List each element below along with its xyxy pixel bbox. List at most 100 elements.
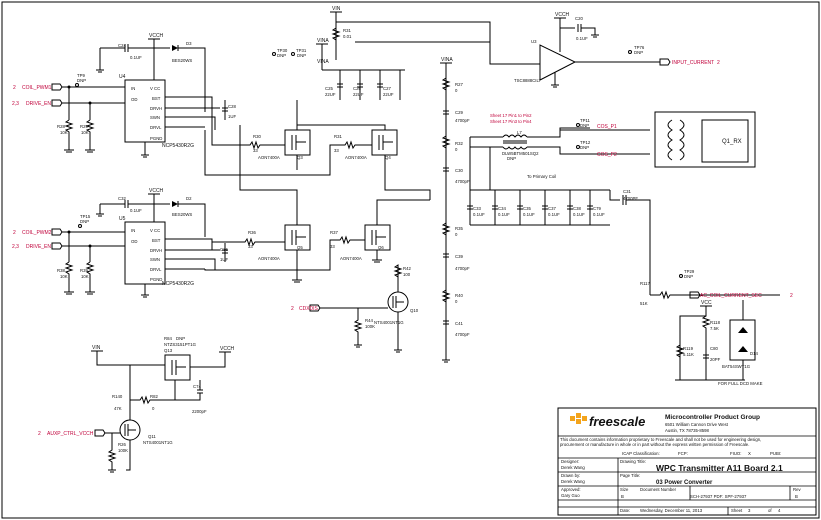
drive-en2-label: DRIVE_EN — [26, 244, 51, 250]
svg-text:V CC: V CC — [150, 228, 160, 233]
c24-label: C24 — [118, 43, 126, 48]
u4-pin-in: IN — [131, 86, 135, 91]
sheet-value: 3 — [748, 508, 751, 513]
company-address2: Austin, TX 78735-8598 — [665, 428, 709, 433]
r117-label: R117 — [640, 281, 651, 286]
svg-text:0.01: 0.01 — [343, 34, 352, 39]
to-primary-note: To Primary Coil — [527, 174, 556, 179]
d2-part: BES20WS — [172, 212, 192, 217]
rev-label: Rev — [793, 487, 801, 492]
c20-label: C20 — [575, 16, 583, 21]
coil-pwm1-sheet: 2 — [13, 85, 16, 91]
company-name: Microcontroller Product Group — [665, 414, 760, 421]
c28-label: C28 — [228, 104, 236, 109]
drive-en1-label: DRIVE_EN — [26, 101, 51, 107]
q11-label: Q11 — [148, 434, 156, 439]
svg-text:22UF: 22UF — [383, 92, 394, 97]
u4-part: NCP5430R2G — [162, 143, 194, 149]
u4-pin-drvh: DRVH — [150, 106, 162, 111]
rev-value: B — [795, 494, 798, 499]
svg-text:0.1UF: 0.1UF — [523, 212, 535, 217]
svg-text:DNP: DNP — [634, 50, 643, 55]
svg-text:100: 100 — [403, 272, 411, 277]
svg-text:0.1UF: 0.1UF — [576, 36, 588, 41]
c38-label: C38 — [573, 206, 581, 211]
vina-rail-1: VINA — [317, 38, 329, 44]
c27-label: C27 — [383, 86, 391, 91]
r31-label: R31 — [343, 28, 351, 33]
mosfet-bridge: AON7400A Q3 AON7400A Q4 AON7400A Q5 AON7… — [204, 100, 431, 283]
tp12-label: TP12 — [580, 140, 591, 145]
svg-text:4700PF: 4700PF — [623, 196, 638, 201]
vcch-rail-3: VCCH — [220, 346, 235, 352]
aux-ctrl-port — [94, 429, 106, 437]
svg-text:DNP: DNP — [176, 336, 185, 341]
drive-en2-port — [51, 242, 63, 250]
drawn-value: Derek Wang — [561, 479, 585, 484]
input-current-label: INPUT_CURRENT — [672, 60, 714, 66]
c33-label: C33 — [473, 206, 481, 211]
svg-text:0: 0 — [455, 232, 458, 237]
tp11-label: TP11 — [580, 118, 591, 123]
svg-text:DNP: DNP — [684, 274, 693, 279]
q10-part: NTS4001NT1G — [374, 320, 404, 325]
q6-label: Q6 — [378, 245, 384, 250]
r27-label: R27 — [455, 82, 463, 87]
svg-text:2: 2 — [717, 60, 720, 66]
date-label: Date: — [620, 508, 630, 513]
coil-pwm1-port — [51, 83, 63, 91]
aux-ctrl-label: AUXP_CTRL_VCCH — [47, 431, 94, 437]
designer-value: Derek Wang — [561, 465, 585, 470]
r32-label: R32 — [455, 141, 463, 146]
company-address1: 6501 William Cannon Drive West — [665, 422, 729, 427]
r140-label: R140 — [112, 394, 123, 399]
tp31-label: TP31 — [296, 48, 307, 53]
svg-text:DNP: DNP — [80, 219, 89, 224]
c29-label: C29 — [455, 110, 463, 115]
r30-label: R30 — [253, 134, 261, 139]
svg-text:10K: 10K — [60, 274, 68, 279]
q13-label: Q13 — [164, 348, 173, 353]
sheet-label: Sheet — [731, 508, 743, 513]
c26-label: C26 — [353, 86, 361, 91]
svg-text:DNP: DNP — [507, 156, 516, 161]
tp76-label: TP76 — [634, 45, 645, 50]
svg-text:0.1UF: 0.1UF — [593, 212, 605, 217]
sheet17-note-a: Sheet 17 Pin1 to Pin2 — [490, 113, 532, 118]
r36-label: R36 — [248, 230, 256, 235]
coil-pwm2-port — [51, 228, 63, 236]
input-rail-block: VIN R31 0.01 VINA VINA C25 22UF C26 22UF… — [272, 6, 540, 100]
svg-text:IN: IN — [131, 228, 135, 233]
fiuo-value: X — [748, 451, 751, 456]
fcp-label: FCP: — [678, 451, 688, 456]
q4-label: Q4 — [385, 155, 391, 160]
fiuo-label: FIUO: — [730, 451, 741, 456]
c31-label: C31 — [623, 189, 631, 194]
c74-label: C74 — [193, 384, 201, 389]
svg-text:47K: 47K — [114, 406, 122, 411]
svg-text:33: 33 — [334, 148, 339, 153]
svg-text:22UF: 22UF — [325, 92, 336, 97]
c30-label: C30 — [455, 168, 463, 173]
c34-label: C34 — [498, 206, 506, 211]
svg-text:10K: 10K — [60, 130, 68, 135]
of-label: of — [768, 508, 772, 513]
u4-label: U4 — [119, 74, 126, 80]
svg-text:0.1UF: 0.1UF — [498, 212, 510, 217]
svg-text:7.5K: 7.5K — [710, 326, 719, 331]
icap-label: ICAP Classification: — [622, 451, 660, 456]
r31b-label: R31 — [334, 134, 342, 139]
svg-text:DNP: DNP — [580, 123, 589, 128]
drive-en1-sheet: 2,3 — [12, 101, 19, 107]
svg-text:4700pF: 4700pF — [455, 179, 470, 184]
svg-text:0.1UF: 0.1UF — [130, 208, 142, 213]
approved-value: Gary Guo — [561, 493, 580, 498]
svg-text:0.1UF: 0.1UF — [473, 212, 485, 217]
d3-label: D3 — [186, 41, 192, 46]
c79-label: C79 — [593, 206, 601, 211]
q1-rx-label: Q1_RX — [722, 139, 742, 145]
q3-label: Q3 — [297, 155, 303, 160]
vcc-rail: VCC — [701, 300, 712, 306]
coil-pwm2-label: COIL_PWM2 — [22, 230, 52, 236]
